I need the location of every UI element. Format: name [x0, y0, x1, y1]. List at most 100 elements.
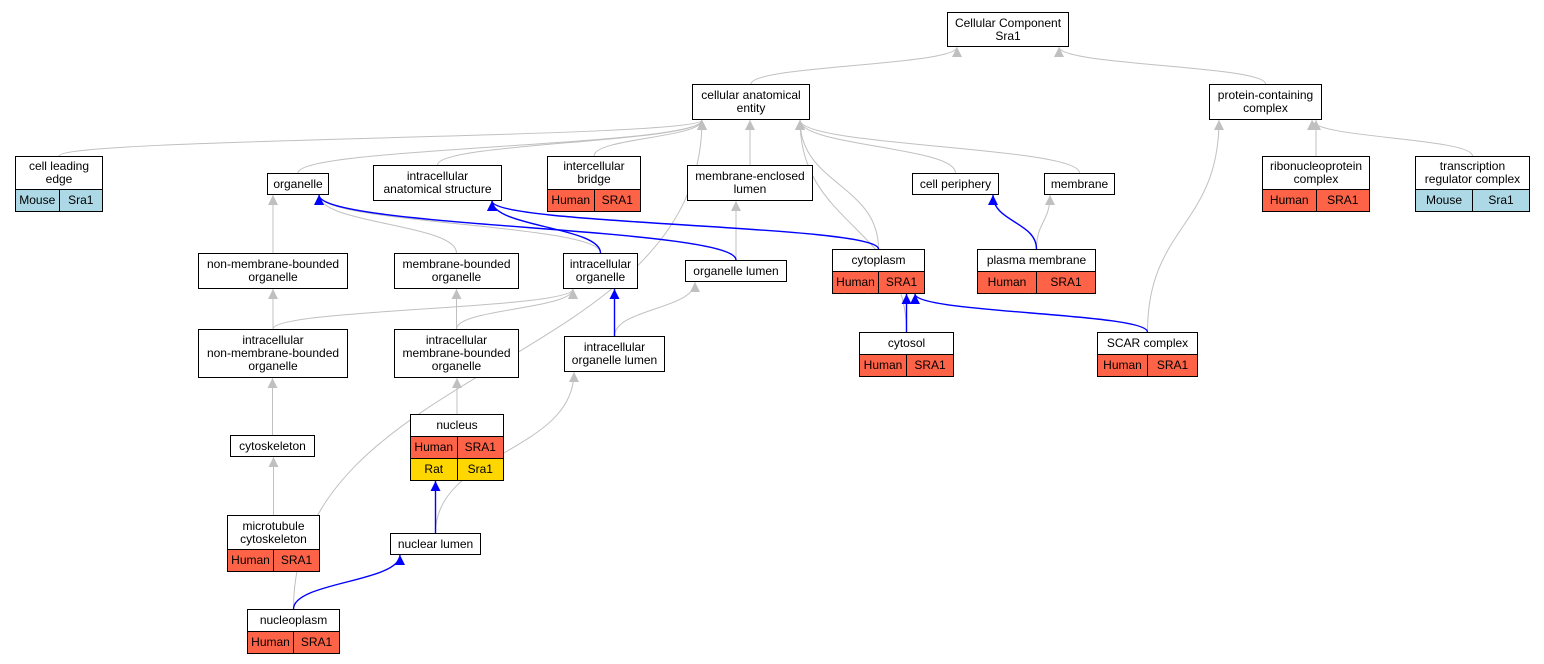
species-cell: Human: [836, 275, 875, 289]
term-node-mel[interactable]: membrane-enclosed lumen: [687, 165, 813, 201]
species-cell: Human: [1269, 193, 1309, 207]
term-label: transcription regulator complex: [1424, 159, 1521, 186]
edge-part_of-pm-to-cp: [988, 194, 1038, 250]
edge-part_of-scar-to-cyto: [910, 293, 1149, 333]
term-label: cellular anatomical entity: [701, 88, 801, 115]
term-label: cytosol: [887, 336, 926, 350]
species-cell: Mouse: [19, 193, 56, 207]
gene-cell: SRA1: [293, 632, 339, 653]
term-label: ribonucleoprotein complex: [1269, 159, 1363, 186]
edge-part_of-np-to-nl: [292, 554, 405, 610]
term-label: intracellular anatomical structure: [383, 169, 492, 196]
edge-is_a-cp-to-cae: [795, 119, 956, 174]
term-label: Cellular Component Sra1: [954, 15, 1062, 43]
species-cell: Human: [1103, 358, 1142, 372]
term-label: intracellular organelle lumen: [571, 340, 658, 367]
term-node-inmbo[interactable]: intracellular non-membrane-bounded organ…: [198, 329, 348, 378]
edge-is_a-imbo-to-io: [456, 288, 578, 330]
term-node-ias[interactable]: intracellular anatomical structure: [373, 165, 502, 201]
edge-is_a-mem-to-cae: [795, 119, 1080, 174]
term-label: membrane-enclosed lumen: [695, 169, 805, 196]
edge-is_a-pm-to-mem: [1036, 194, 1055, 250]
term-label: cell periphery: [919, 176, 992, 191]
annotation-row: Rat Sra1: [411, 458, 503, 480]
term-label: cytoplasm: [851, 253, 906, 267]
term-node-org[interactable]: organelle: [267, 173, 329, 195]
gene-cell: SRA1: [456, 437, 504, 458]
edge-is_a-cytosol-to-cae: [795, 119, 907, 333]
edge-is_a-ias-to-cae: [437, 119, 707, 166]
species-cell: Human: [987, 275, 1027, 289]
term-node-ol[interactable]: organelle lumen: [685, 260, 787, 282]
annotation-row: Mouse Sra1: [1416, 189, 1529, 211]
edge-is_a-pcc-to-root: [1054, 46, 1266, 85]
term-label: membrane-bounded organelle: [402, 257, 511, 284]
term-label: membrane: [1050, 176, 1109, 191]
edge-is_a-nl-to-iol: [435, 371, 579, 534]
gene-cell: SRA1: [593, 190, 641, 211]
term-label: nucleoplasm: [259, 613, 328, 627]
term-node-nmbo[interactable]: non-membrane-bounded organelle: [198, 253, 348, 289]
term-node-root[interactable]: Cellular Component Sra1: [947, 12, 1069, 47]
term-node-cae[interactable]: cellular anatomical entity: [692, 84, 810, 120]
term-node-nl[interactable]: nuclear lumen: [390, 533, 481, 555]
term-node-cp[interactable]: cell periphery: [912, 173, 999, 195]
term-node-io[interactable]: intracellular organelle: [563, 253, 638, 289]
edge-part_of-ol-to-org: [314, 194, 737, 261]
gene-cell: SRA1: [1147, 355, 1197, 376]
gene-cell: Sra1: [456, 459, 504, 480]
term-label: intracellular membrane-bounded organelle: [402, 333, 511, 373]
edge-is_a-inmbo-to-io: [272, 288, 578, 330]
term-label: intracellular organelle: [569, 257, 632, 284]
term-label: organelle lumen: [693, 263, 779, 278]
edge-is_a-iol-to-ol: [614, 281, 700, 337]
edge-is_a-cyto-to-cae: [795, 119, 879, 250]
term-label: nuclear lumen: [397, 536, 474, 551]
term-label: organelle: [273, 176, 323, 191]
species-cell: Human: [414, 440, 454, 454]
species-cell: Mouse: [1425, 193, 1463, 207]
species-cell: Human: [231, 553, 270, 567]
species-cell: Rat: [424, 462, 444, 476]
gene-cell: SRA1: [273, 550, 319, 571]
term-node-imbo[interactable]: intracellular membrane-bounded organelle: [394, 329, 519, 378]
term-node-csk[interactable]: cytoskeleton: [230, 435, 315, 457]
term-label: intercellular bridge: [563, 159, 625, 186]
term-label: nucleus: [436, 418, 478, 432]
annotation-row: Human SRA1: [1263, 189, 1369, 211]
term-node-mem[interactable]: membrane: [1044, 173, 1115, 195]
edge-is_a-scar-to-pcc: [1147, 119, 1224, 333]
gene-cell: Sra1: [58, 190, 103, 211]
term-label: microtubule cytoskeleton: [240, 518, 307, 546]
term-node-mbo[interactable]: membrane-bounded organelle: [394, 253, 519, 289]
term-label: cytoskeleton: [239, 438, 306, 453]
term-node-pcc[interactable]: protein-containing complex: [1209, 84, 1322, 120]
edge-is_a-trc-to-pcc: [1307, 119, 1473, 157]
edge-part_of-cyto-to-ias: [487, 200, 880, 250]
term-label: protein-containing complex: [1217, 88, 1314, 115]
term-label: plasma membrane: [986, 253, 1087, 267]
species-cell: Human: [251, 635, 290, 649]
gene-cell: SRA1: [1315, 190, 1370, 211]
gene-cell: SRA1: [906, 355, 953, 376]
term-node-iol[interactable]: intracellular organelle lumen: [564, 336, 665, 372]
gene-cell: Sra1: [1472, 190, 1529, 211]
species-cell: Human: [863, 358, 903, 372]
